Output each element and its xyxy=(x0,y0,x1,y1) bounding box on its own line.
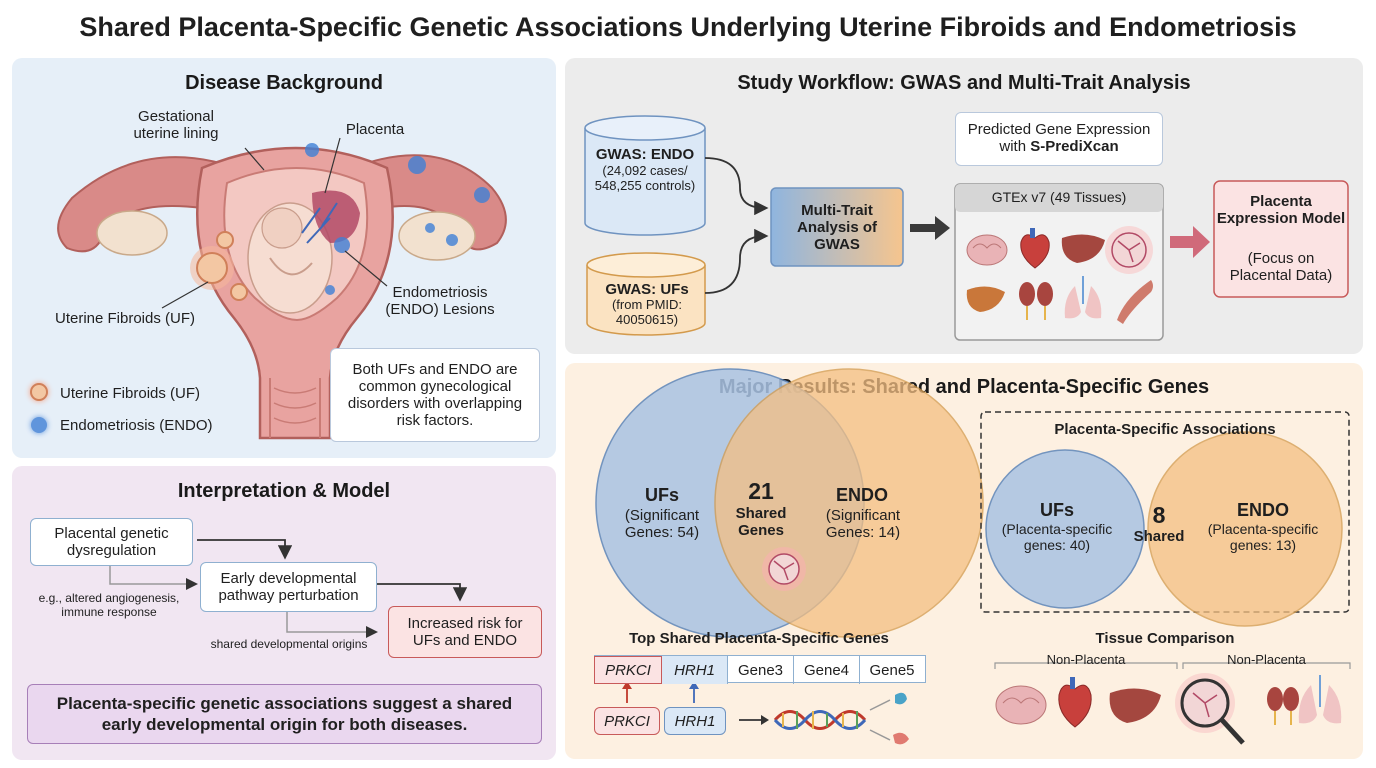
venn2-shared-label: Shared xyxy=(1133,528,1185,545)
kidney-icon xyxy=(1019,282,1053,320)
interpretation-arrows xyxy=(109,539,468,638)
kidney-icon xyxy=(1267,687,1299,725)
venn2-endo-detail: (Placenta-specific genes: 13) xyxy=(1207,521,1319,554)
protein-icon-2 xyxy=(893,732,909,745)
liver-icon xyxy=(1061,234,1105,263)
dna-helix-icon xyxy=(773,710,867,730)
uterus-illustration xyxy=(57,137,507,440)
brain-icon xyxy=(995,685,1047,725)
gene-cell-hrh1: HRH1 xyxy=(662,656,728,684)
magnifier-placenta-icon xyxy=(1175,673,1245,745)
venn1-shared-count: 21 xyxy=(748,478,774,504)
placenta-icon xyxy=(1105,226,1153,274)
liver-icon xyxy=(1109,688,1161,723)
gene-row: PRKCI HRH1 Gene3 Gene4 Gene5 xyxy=(594,655,926,684)
label-placenta: Placenta xyxy=(345,121,405,138)
label-endometriosis-lesions: Endometriosis (ENDO) Lesions xyxy=(385,284,495,319)
results-graphics xyxy=(595,368,1351,745)
gene-cell-4: Gene4 xyxy=(794,656,860,684)
venn2-endo-name: ENDO xyxy=(1236,500,1289,520)
spredixcan-prefix: Predicted Gene Expression with xyxy=(967,121,1151,155)
top-genes-title: Top Shared Placenta-Specific Genes xyxy=(629,630,889,647)
gene-source-prkci: PRKCI xyxy=(594,707,660,735)
gene-cell-3: Gene3 xyxy=(728,656,794,684)
legend-fibroid-icon xyxy=(30,383,48,401)
venn2-uf-name: UFs xyxy=(1039,500,1074,520)
lungs-icon xyxy=(1298,675,1342,724)
legend-endometriosis-label: Endometriosis (ENDO) xyxy=(60,417,213,434)
venn2-shared-count: 8 xyxy=(1152,502,1166,528)
gwas-uf-detail: (from PMID: 40050615) xyxy=(611,297,683,327)
label-uterine-fibroids: Uterine Fibroids (UF) xyxy=(54,310,196,327)
workflow-title: Study Workflow: GWAS and Multi-Trait Ana… xyxy=(737,72,1191,94)
venn1-endo-name: ENDO xyxy=(835,485,888,505)
lungs-icon xyxy=(1064,276,1102,319)
venn2-uf-detail: (Placenta-specific genes: 40) xyxy=(1001,521,1113,554)
gwas-endo-name: GWAS: ENDO xyxy=(595,146,695,163)
interpretation-title: Interpretation & Model xyxy=(177,480,391,502)
gwas-uf-name: GWAS: UFs xyxy=(605,281,689,298)
gtex-label: GTEx v7 (49 Tissues) xyxy=(991,189,1127,205)
legend-endometriosis-icon xyxy=(31,417,47,433)
placenta-model-name: Placenta Expression Model xyxy=(1216,193,1346,228)
tissue-left-label: Non-Placenta xyxy=(1046,652,1126,667)
tissue-comparison-title: Tissue Comparison xyxy=(1095,630,1235,647)
note-angiogenesis: e.g., altered angiogenesis, immune respo… xyxy=(38,591,180,619)
gwas-endo-detail: (24,092 cases/ 548,255 controls) xyxy=(594,163,696,193)
spredixcan-name: S-PrediXcan xyxy=(1030,138,1119,155)
page-title: Shared Placenta-Specific Genetic Associa… xyxy=(79,12,1297,42)
liver-icon-2 xyxy=(966,286,1005,312)
heart-icon xyxy=(1058,677,1092,728)
label-gestational-lining: Gestational uterine lining xyxy=(133,108,219,143)
brain-icon xyxy=(966,234,1008,266)
tissue-right-label: Non-Placenta xyxy=(1227,652,1306,667)
venn1-uf-name: UFs xyxy=(644,485,679,505)
disease-background-title: Disease Background xyxy=(185,72,383,94)
step-increased-risk: Increased risk for UFs and ENDO xyxy=(388,606,542,658)
background-note: Both UFs and ENDO are common gynecologic… xyxy=(330,348,540,442)
step-placental-dysregulation: Placental genetic dysregulation xyxy=(30,518,193,566)
heart-icon xyxy=(1020,228,1050,269)
spredixcan-box: Predicted Gene Expression with S-PrediXc… xyxy=(955,112,1163,166)
legend-fibroid-label: Uterine Fibroids (UF) xyxy=(60,385,201,402)
venn1-uf-detail: (Significant Genes: 54) xyxy=(624,507,700,542)
gene-source-hrh1: HRH1 xyxy=(664,707,726,735)
mtag-box: Multi-Trait Analysis of GWAS xyxy=(796,201,878,253)
step-pathway-perturbation: Early developmental pathway perturbation xyxy=(200,562,377,612)
protein-icon xyxy=(895,692,907,705)
gene-cell-5: Gene5 xyxy=(869,661,915,679)
venn1-shared-label: Shared Genes xyxy=(735,505,787,540)
conclusion-box: Placenta-specific genetic associations s… xyxy=(27,684,542,744)
muscle-icon xyxy=(1117,280,1153,324)
venn1-endo-detail: (Significant Genes: 14) xyxy=(825,507,901,542)
venn2-title: Placenta-Specific Associations xyxy=(1054,421,1276,438)
workflow-graphics xyxy=(584,115,1349,341)
gene-cell-prkci: PRKCI xyxy=(594,656,662,684)
note-shared-origins: shared developmental origins xyxy=(210,637,368,651)
placenta-model-detail: (Focus on Placental Data) xyxy=(1229,250,1333,285)
